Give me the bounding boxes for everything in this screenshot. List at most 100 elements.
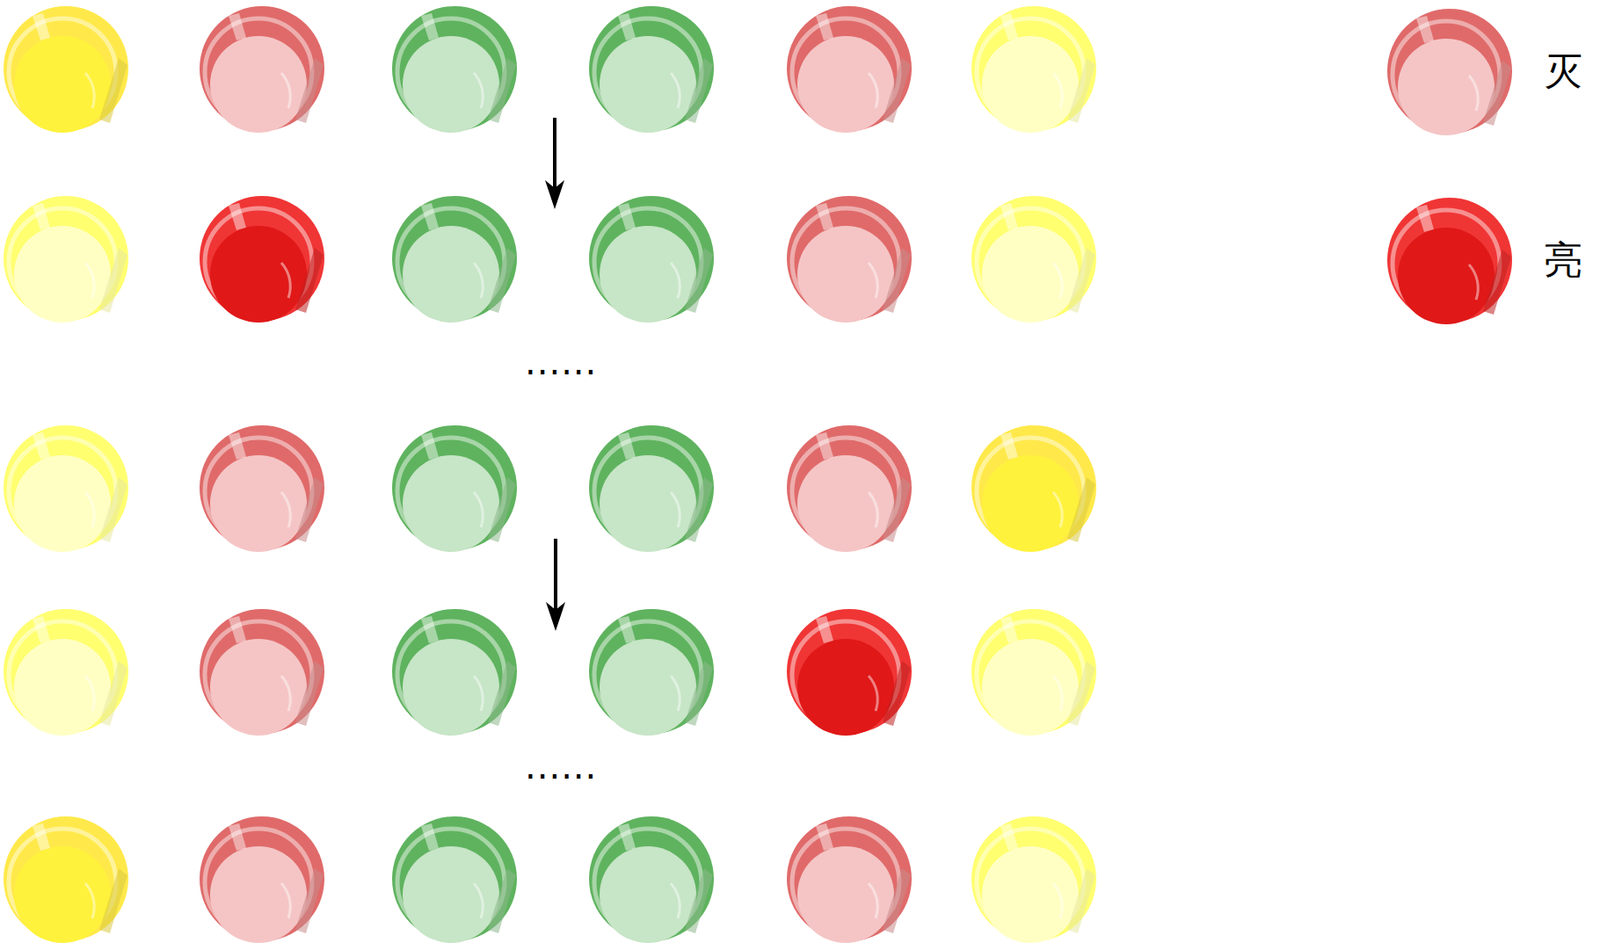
led-flat [1067, 868, 1096, 934]
led-lens [210, 36, 307, 133]
led-flat [882, 868, 911, 934]
led-lens [1397, 227, 1495, 325]
led-shine [1053, 492, 1062, 528]
led-glint [228, 432, 247, 460]
led-flat [295, 868, 324, 934]
led [3, 6, 129, 133]
led-shine [473, 883, 483, 919]
led-lens [402, 639, 500, 736]
led-glint [815, 432, 834, 460]
led-lens [402, 846, 500, 944]
led-lens [210, 455, 307, 553]
led-glint [1000, 432, 1019, 460]
led-shine [1053, 676, 1062, 712]
led-lens [797, 225, 895, 323]
led-shine [85, 72, 95, 109]
led-glint [32, 203, 51, 231]
led-flat [99, 58, 128, 124]
led-glint [228, 13, 247, 41]
ellipsis-dots: ...... [524, 344, 597, 380]
led-shine [473, 676, 483, 712]
led-shine [1053, 72, 1062, 109]
led-lens [210, 639, 307, 736]
led-lens [210, 846, 307, 944]
led-flat [684, 868, 713, 934]
led-flat [487, 661, 517, 727]
led [971, 196, 1097, 323]
led-lens [599, 639, 697, 736]
led-lens [14, 455, 111, 553]
led [1387, 197, 1513, 325]
led-glint [421, 823, 439, 851]
led-flat [487, 868, 517, 934]
led-lens [14, 36, 111, 133]
led-shine [281, 262, 291, 299]
led-flat [882, 661, 911, 727]
led [392, 609, 517, 736]
led-glint [815, 616, 834, 644]
led-shine [1053, 262, 1062, 299]
led-flat [295, 247, 324, 313]
led-flat [882, 477, 911, 543]
led-flat [487, 477, 517, 543]
led-lens [14, 225, 111, 323]
led [199, 816, 325, 944]
led-glint [228, 823, 247, 851]
led-flat [487, 247, 517, 313]
led-glint [228, 203, 247, 231]
led-lens [981, 639, 1079, 736]
led-shine [670, 883, 680, 919]
led-glint [32, 432, 51, 460]
led [786, 425, 912, 553]
led [392, 6, 517, 133]
led [786, 816, 912, 944]
led [971, 816, 1097, 944]
led-shine [670, 262, 680, 299]
led-flat [99, 868, 128, 934]
led-lens [402, 455, 500, 553]
led-lens [1397, 38, 1495, 136]
led-glint [421, 432, 439, 460]
led-lens [14, 639, 111, 736]
led-flat [1483, 60, 1512, 126]
legend-text: 灭 [1543, 51, 1583, 91]
led-glint [32, 823, 51, 851]
led-glint [421, 616, 439, 644]
led-glint [1000, 616, 1019, 644]
led-glint [32, 13, 51, 41]
led-shine [473, 72, 483, 109]
led-flat [1067, 661, 1096, 727]
led-shine [473, 492, 483, 528]
led-glint [618, 432, 636, 460]
led-lens [599, 225, 697, 323]
led [199, 196, 325, 323]
led-shine [868, 883, 878, 919]
led-lens [599, 455, 697, 553]
led-lens [210, 225, 307, 323]
led-lens [981, 846, 1079, 944]
led-shine [85, 262, 95, 299]
led [589, 816, 714, 944]
led-flat [684, 58, 713, 124]
led-glint [1000, 823, 1019, 851]
led-lens [402, 225, 500, 323]
led-flat [295, 477, 324, 543]
led-shine [868, 676, 878, 712]
legend-text: 亮 [1543, 240, 1583, 280]
led [589, 425, 714, 553]
led-glint [32, 616, 51, 644]
led-shine [868, 492, 878, 528]
led-flat [882, 58, 911, 124]
led-flat [882, 247, 911, 313]
led [3, 816, 129, 944]
led-glint [815, 823, 834, 851]
led-shine [281, 883, 291, 919]
led-glint [815, 203, 834, 231]
led-flat [295, 58, 324, 124]
led-flat [684, 247, 713, 313]
arrow-head [545, 180, 565, 210]
led-shine [281, 72, 291, 109]
led [971, 609, 1097, 736]
led [3, 196, 129, 323]
led-shine [1053, 883, 1062, 919]
